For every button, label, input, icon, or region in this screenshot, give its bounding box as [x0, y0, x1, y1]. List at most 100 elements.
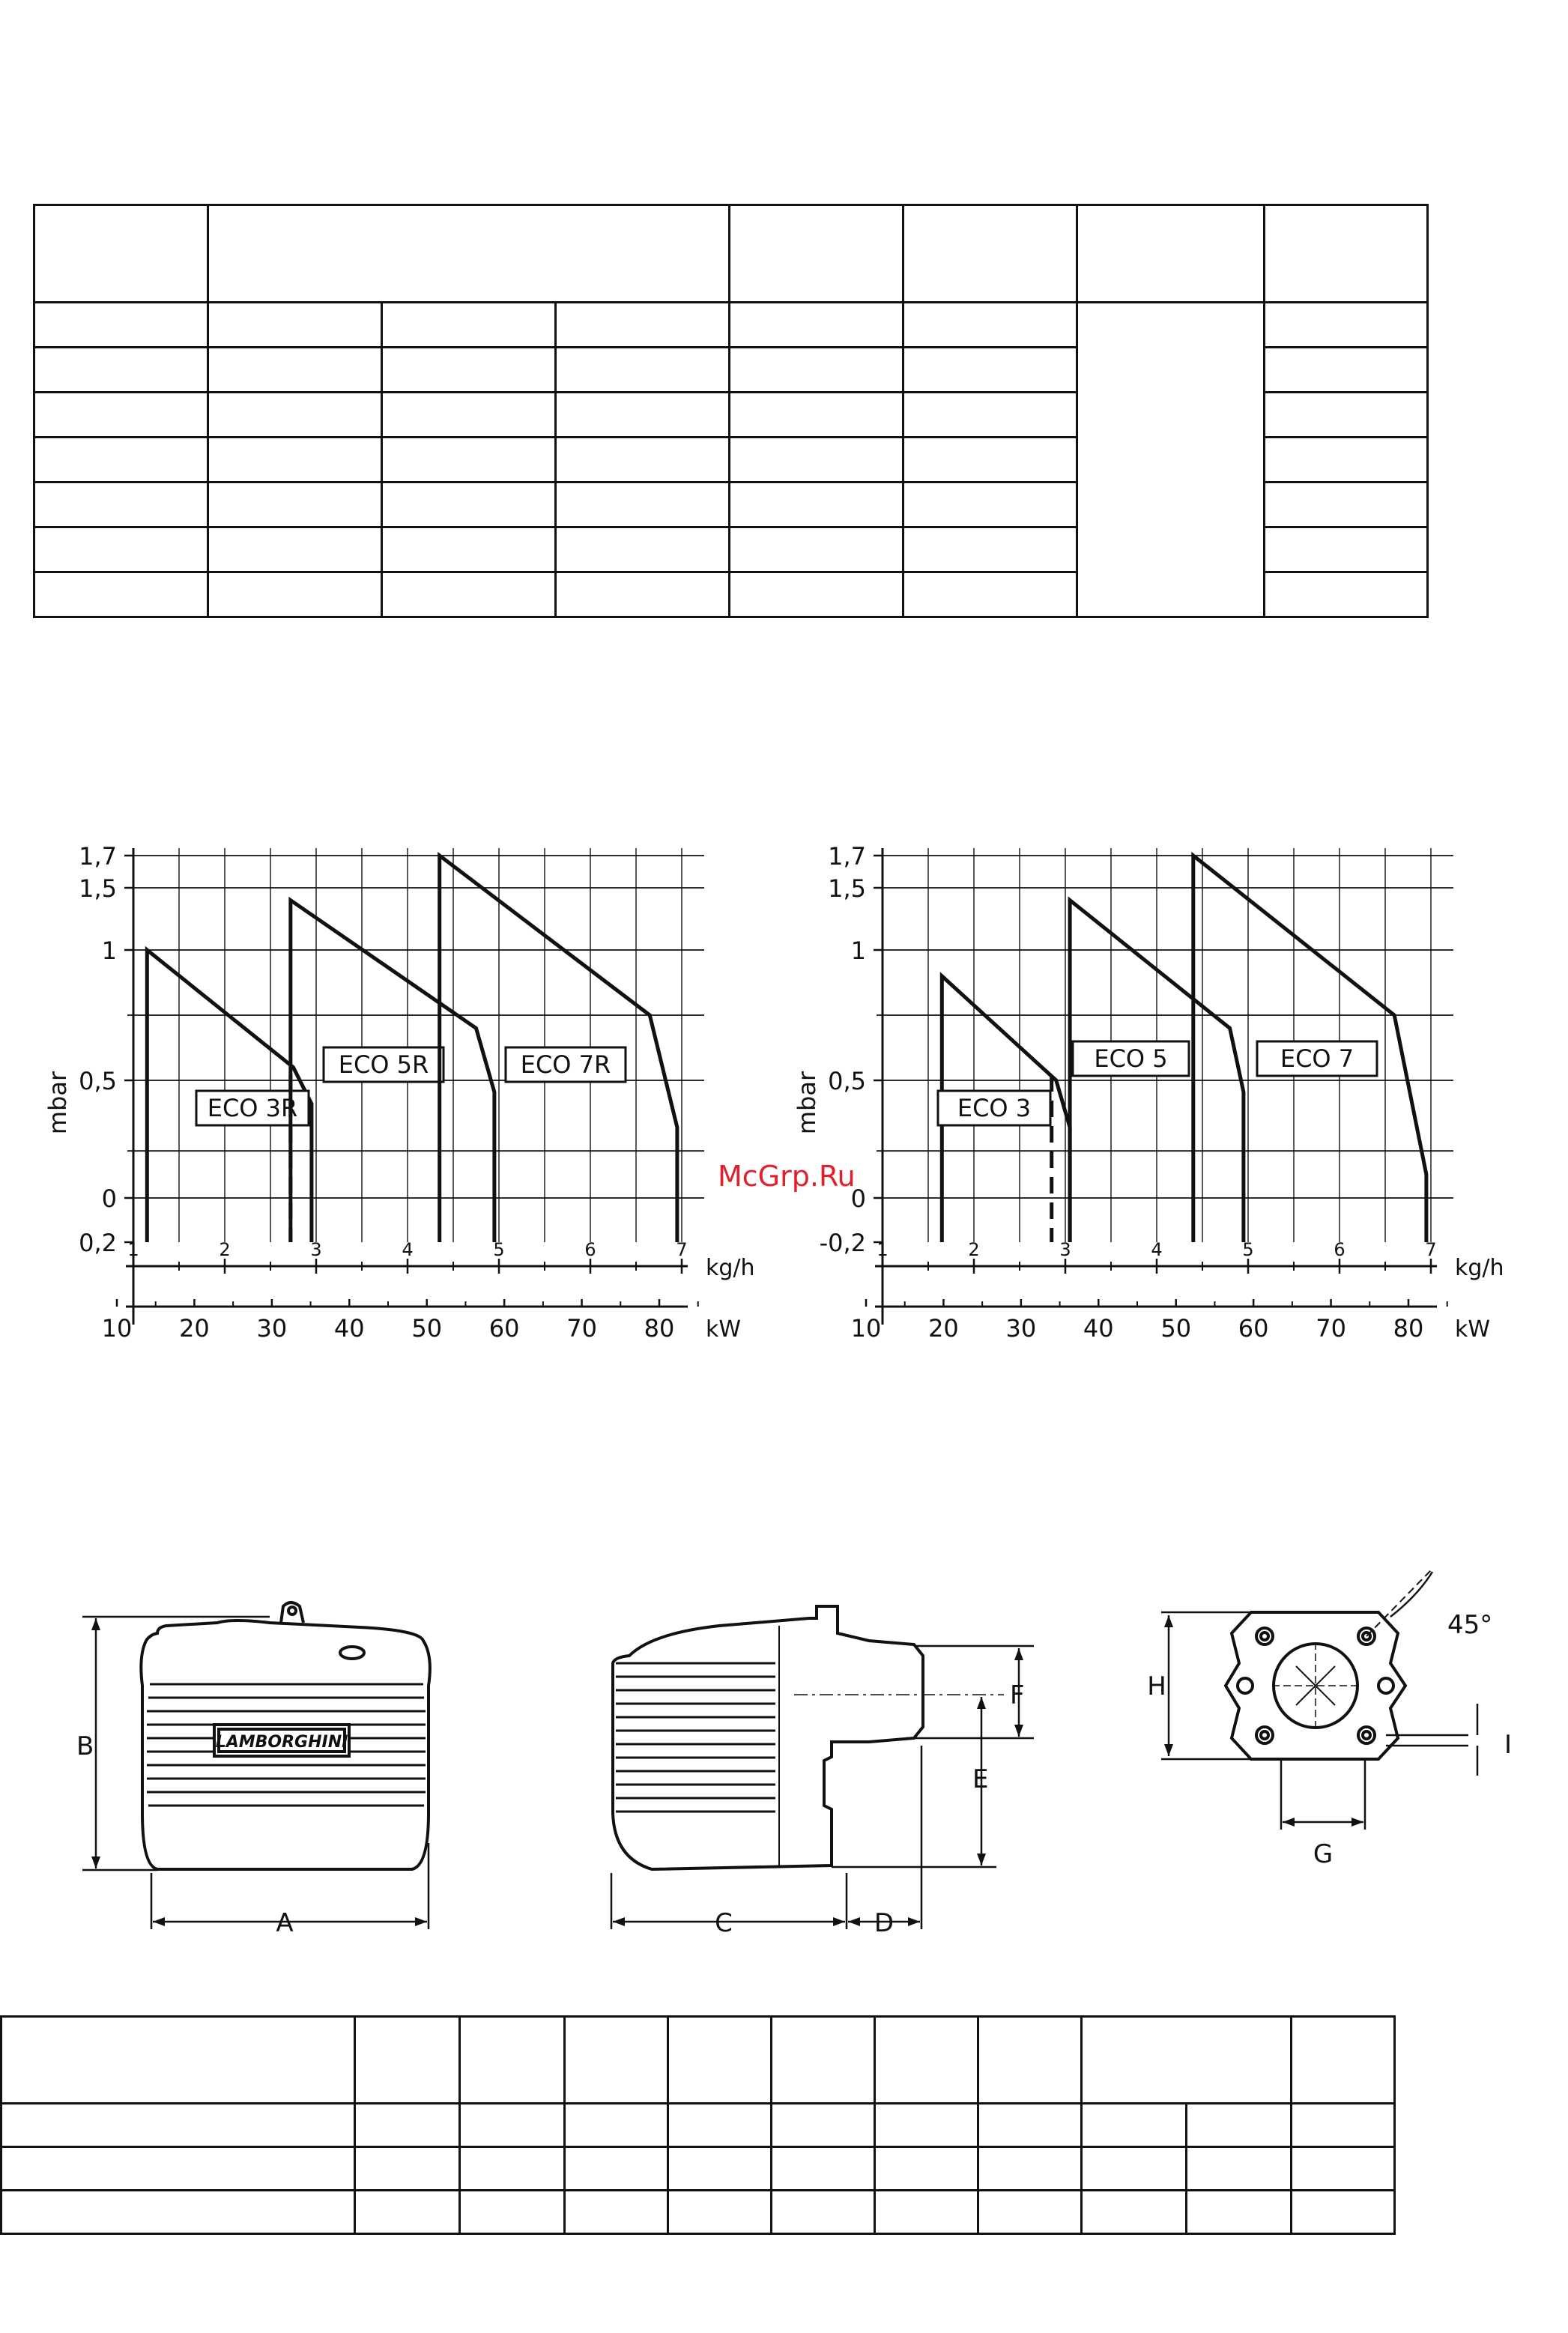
- table-cell: [563, 2189, 669, 2235]
- table-cell: [207, 481, 383, 528]
- table-cell: [0, 2102, 356, 2148]
- table-cell: [33, 346, 209, 393]
- table-cell: [1263, 571, 1429, 618]
- dim-label-a: A: [276, 1908, 293, 1938]
- x2-tick-label: 60: [489, 1314, 520, 1343]
- table-cell: [381, 526, 557, 573]
- y-tick-label: 1,7: [79, 842, 117, 871]
- table-cell: [874, 2146, 979, 2191]
- dim-label-e: E: [972, 1764, 988, 1794]
- table-cell: [902, 481, 1078, 528]
- angle-label: 45°: [1447, 1610, 1492, 1640]
- x-tick-label: 1: [877, 1239, 888, 1260]
- table-cell: [1185, 2189, 1292, 2235]
- y-tick-label: 0: [851, 1184, 866, 1213]
- y-axis-label: mbar: [793, 1071, 821, 1134]
- table-cell: [770, 2146, 876, 2191]
- table-cell: [902, 436, 1078, 483]
- table-cell: [874, 2189, 979, 2235]
- table-cell: [1263, 204, 1429, 303]
- table-cell: [563, 2015, 669, 2104]
- y-tick-label: 1: [102, 936, 117, 965]
- table-cell: [381, 391, 557, 438]
- x2-tick-label: 30: [256, 1314, 287, 1343]
- table-cell: [728, 391, 904, 438]
- series-label: ECO 7R: [521, 1050, 611, 1079]
- y-tick-label: 0,5: [79, 1067, 117, 1095]
- series-line: [1191, 851, 1429, 1242]
- dim-label-f: F: [1010, 1680, 1025, 1710]
- table-cell: [728, 481, 904, 528]
- x2-tick-label: 80: [644, 1314, 675, 1343]
- x2-tick-label: 10: [851, 1314, 882, 1343]
- table-cell: [354, 2146, 461, 2191]
- table-cell: [728, 571, 904, 618]
- table-cell: [1080, 2102, 1187, 2148]
- table-cell: [563, 2102, 669, 2148]
- series-label: ECO 3: [957, 1094, 1031, 1122]
- table-cell: [554, 301, 730, 348]
- x2-tick-label: 30: [1005, 1314, 1036, 1343]
- table-cell: [1076, 301, 1265, 618]
- y-tick-label: 1,5: [79, 874, 117, 903]
- table-cell: [554, 391, 730, 438]
- table-cell: [902, 301, 1078, 348]
- dim-label-c: C: [715, 1908, 733, 1938]
- x-tick-label: 5: [493, 1239, 504, 1260]
- x2-axis-label: kW: [1455, 1316, 1490, 1343]
- table-cell: [458, 2146, 566, 2191]
- table-cell: [1080, 2015, 1292, 2104]
- table-cell: [554, 481, 730, 528]
- table-cell: [33, 436, 209, 483]
- x-tick-label: 5: [1242, 1239, 1253, 1260]
- table-cell: [1076, 204, 1265, 303]
- table-cell: [0, 2189, 356, 2235]
- x2-axis-label: kW: [706, 1316, 741, 1343]
- table-cell: [667, 2146, 772, 2191]
- table-cell: [1290, 2015, 1396, 2104]
- table-cell: [902, 571, 1078, 618]
- table-cell: [1290, 2189, 1396, 2235]
- table-cell: [667, 2102, 772, 2148]
- table-cell: [381, 436, 557, 483]
- x-tick-label: 6: [584, 1239, 596, 1260]
- table-cell: [1263, 346, 1429, 393]
- table-cell: [667, 2189, 772, 2235]
- series-label: ECO 5R: [339, 1050, 429, 1079]
- x-tick-label: 2: [968, 1239, 979, 1260]
- series-label: ECO 5: [1094, 1044, 1167, 1073]
- table-cell: [33, 204, 209, 303]
- table-cell: [770, 2102, 876, 2148]
- table-cell: [458, 2102, 566, 2148]
- specs-table: [33, 204, 1429, 618]
- x-tick-label: 4: [1151, 1239, 1162, 1260]
- table-cell: [554, 346, 730, 393]
- table-cell: [728, 301, 904, 348]
- table-cell: [33, 391, 209, 438]
- y-tick-label: 0: [102, 1184, 117, 1213]
- table-cell: [381, 301, 557, 348]
- x-tick-label: 7: [1425, 1239, 1436, 1260]
- x-axis-label: kg/h: [706, 1255, 755, 1281]
- x2-tick-label: 40: [334, 1314, 365, 1343]
- dimensions-table: [0, 2015, 1396, 2235]
- x-tick-label: 6: [1334, 1239, 1345, 1260]
- table-cell: [1263, 526, 1429, 573]
- table-cell: [207, 346, 383, 393]
- table-cell: [1290, 2146, 1396, 2191]
- table-cell: [33, 571, 209, 618]
- x-tick-label: 7: [676, 1239, 687, 1260]
- table-cell: [33, 481, 209, 528]
- table-cell: [1263, 391, 1429, 438]
- table-cell: [728, 526, 904, 573]
- table-cell: [381, 481, 557, 528]
- x2-tick-label: 10: [102, 1314, 133, 1343]
- table-cell: [554, 436, 730, 483]
- x2-tick-label: 50: [411, 1314, 442, 1343]
- x2-tick-label: 20: [179, 1314, 210, 1343]
- table-cell: [207, 436, 383, 483]
- y-tick-label: -0,2: [820, 1229, 866, 1257]
- x2-tick-label: 60: [1238, 1314, 1269, 1343]
- series-label-box: [504, 1046, 627, 1083]
